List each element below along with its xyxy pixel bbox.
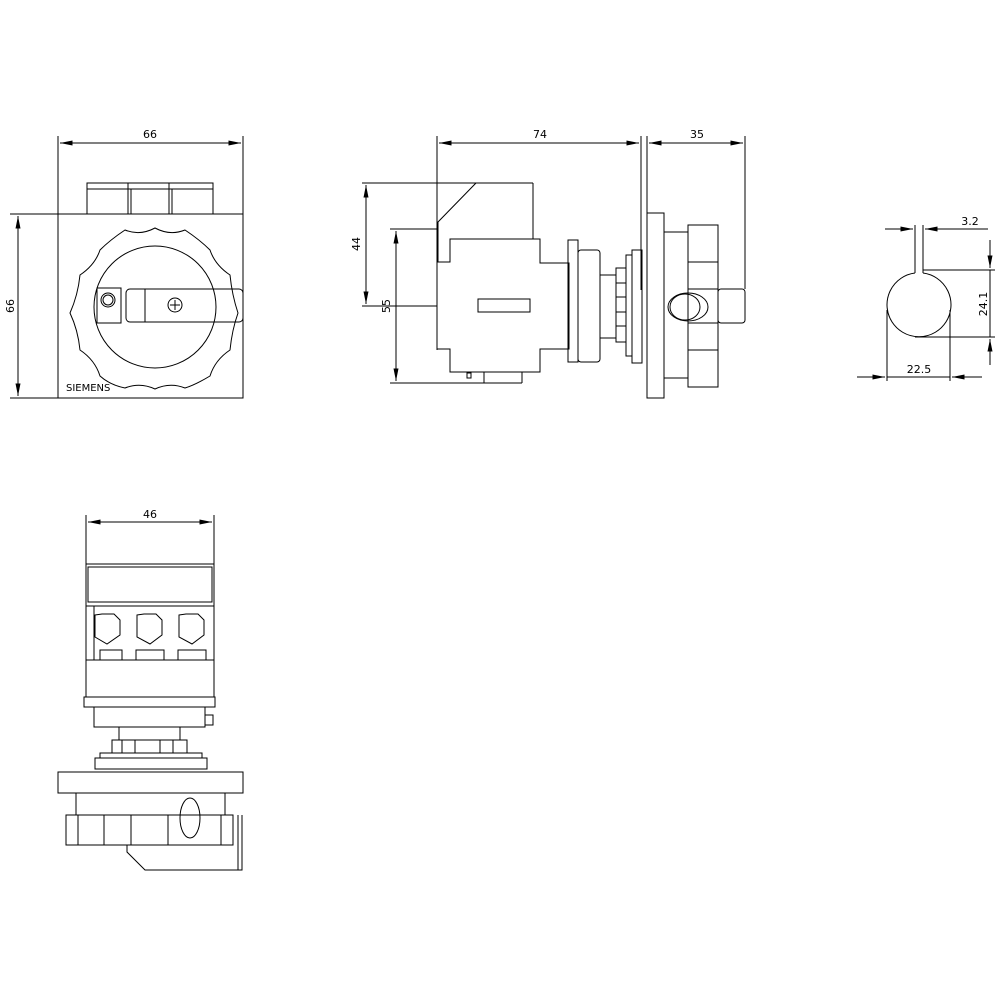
lock-hole-icon — [100, 292, 116, 308]
upper-dimension-label: 44 — [350, 237, 363, 251]
terminal-screw-3 — [178, 613, 205, 645]
label-plate — [477, 298, 531, 313]
height-dimension-label: 24.1 — [977, 292, 990, 317]
terminal-slots — [93, 606, 212, 661]
side-view: 74 35 44 55 — [350, 128, 746, 399]
front-panel — [57, 771, 244, 794]
terminal-block — [86, 182, 214, 215]
handle — [125, 288, 244, 323]
nut — [111, 739, 188, 754]
panel-cutout — [886, 272, 952, 338]
lock-hole-icon — [667, 292, 709, 322]
diameter-dimension-label: 22.5 — [907, 363, 932, 376]
brand-label: SIEMENS — [66, 383, 110, 394]
width-dimension-label: 66 — [143, 128, 157, 141]
knob-bottom — [65, 814, 234, 846]
screw-icon — [167, 297, 183, 313]
width-dimension-label: 46 — [143, 508, 157, 521]
knob-side — [687, 224, 719, 388]
switch-body — [85, 563, 215, 698]
rotary-knob-outline — [69, 227, 239, 390]
front-panel — [646, 212, 665, 399]
handle — [126, 815, 243, 871]
slot-dimension-label: 3.2 — [961, 215, 979, 228]
terminal-screw-2 — [136, 613, 163, 645]
nut — [615, 267, 627, 343]
cutout-view: 3.2 24.1 22.5 — [857, 215, 995, 381]
bottom-view: 46 — [57, 508, 244, 871]
padlock-tab — [96, 287, 122, 324]
switch-body — [436, 238, 570, 373]
handle-end — [717, 288, 746, 324]
handle-depth-dimension-label: 35 — [690, 128, 704, 141]
height-dimension-label: 55 — [380, 299, 393, 313]
terminal-cover — [437, 182, 534, 263]
switch-housing — [57, 213, 244, 399]
terminal-screw-1 — [94, 613, 121, 645]
lock-hole-icon — [179, 797, 201, 839]
knob-inner-circle — [93, 245, 217, 369]
front-view: 66 66 SIEMENS — [4, 128, 244, 399]
depth-dimension-label: 74 — [533, 128, 547, 141]
height-dimension-label: 66 — [4, 299, 17, 313]
